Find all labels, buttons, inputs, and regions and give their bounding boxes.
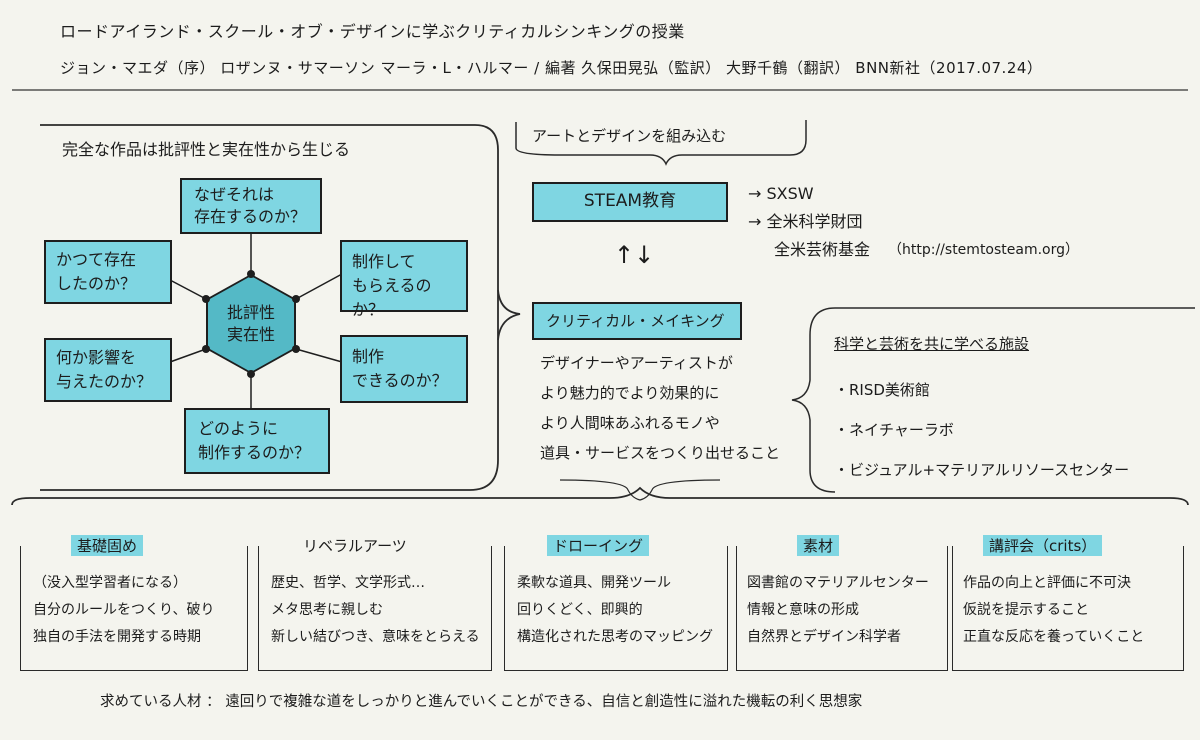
hub-line: 批評性 <box>226 303 275 322</box>
question-line: かつて存在 <box>56 250 137 269</box>
hub-hexagon: 批評性 実在性 <box>206 274 296 374</box>
hub-vertex-dot <box>247 370 255 378</box>
column-line: （没入型学習者になる） <box>33 575 187 591</box>
question-why-exist: なぜそれは 存在するのか？ <box>180 178 322 234</box>
steam-links: → SXSW → 全米科学財団 全米芸術基金 （http://stemtoste… <box>748 180 1079 264</box>
spoke-top-left <box>169 279 207 300</box>
desc-line: デザイナーやアーティストが <box>540 354 733 372</box>
question-existed-before: かつて存在 したのか？ <box>44 240 172 304</box>
question-line: 何か影響を <box>56 348 137 367</box>
hub-vertex-dot <box>202 295 210 303</box>
hub-vertex-dot <box>292 295 300 303</box>
question-line: 存在するのか？ <box>194 207 307 226</box>
exchange-arrows-icon: ↑↓ <box>614 241 655 269</box>
column-drawing: ドローイング 柔軟な道具、開発ツール 回りくどく、即興的 構造化された思考のマッ… <box>504 535 728 671</box>
critical-making-box: クリティカル・メイキング <box>532 302 742 340</box>
column-title: ドローイング <box>547 535 650 556</box>
critical-making-description: デザイナーやアーティストが より魅力的でより効果的に より人間味あふれるモノや … <box>540 348 780 468</box>
question-line: もらえるのか？ <box>352 276 432 319</box>
column-title: 素材 <box>797 535 840 556</box>
spoke-bottom-left <box>169 348 207 363</box>
column-line: 新しい結びつき、意味をとらえる <box>271 629 480 645</box>
left-title: 完全な作品は批評性と実在性から生じる <box>62 140 351 159</box>
column-foundation: 基礎固め （没入型学習者になる） 自分のルールをつくり、破り 独自の手法を開発す… <box>20 535 248 671</box>
footer-summary: 求めている人材 ： 遠回りで複雑な道をしっかりと進んでいくことができる、自信と創… <box>100 694 863 710</box>
question-line: どのように <box>198 419 279 438</box>
column-line: 独自の手法を開発する時期 <box>33 629 201 645</box>
column-line: 正直な反応を養っていくこと <box>963 629 1145 645</box>
question-can-be-produced: 制作して もらえるのか？ <box>340 240 468 319</box>
desc-brace <box>559 479 721 501</box>
steam-url: （http://stemtosteam.org） <box>888 242 1080 258</box>
hub-line: 実在性 <box>226 325 275 344</box>
column-line: 自然界とデザイン科学者 <box>747 629 901 645</box>
question-line: 制作して <box>352 252 416 271</box>
column-line: メタ思考に親しむ <box>271 602 383 618</box>
column-line: 柔軟な道具、開発ツール <box>517 575 671 591</box>
link-nsf: → 全米科学財団 <box>748 212 863 231</box>
hub-vertex-dot <box>247 270 255 278</box>
question-line: 制作するのか？ <box>198 443 311 462</box>
facility-item: ・ビジュアル+マテリアルリソースセンター <box>834 461 1130 479</box>
top-note: アートとデザインを組み込む <box>532 127 727 145</box>
question-line: 与えたのか？ <box>56 372 153 391</box>
hub-vertex-dot <box>292 345 300 353</box>
desc-line: より魅力的でより効果的に <box>540 384 720 402</box>
column-crits: 講評会（crits） 作品の向上と評価に不可決 仮説を提示すること 正直な反応を… <box>952 535 1184 671</box>
column-line: 図書館のマテリアルセンター <box>747 575 929 591</box>
column-line: 作品の向上と評価に不可決 <box>963 575 1131 591</box>
column-line: 情報と意味の形成 <box>747 602 859 618</box>
facility-item: ・ネイチャーラボ <box>834 421 954 439</box>
question-how-to-make: どのように 制作するのか？ <box>184 408 330 474</box>
column-line: 回りくどく、即興的 <box>517 602 643 618</box>
link-sxsw: → SXSW <box>748 184 814 203</box>
column-line: 自分のルールをつくり、破り <box>33 602 215 618</box>
column-liberal-arts: リベラルアーツ 歴史、哲学、文学形式… メタ思考に親しむ 新しい結びつき、意味を… <box>258 535 492 671</box>
facilities-list: ・RISD美術館 ・ネイチャーラボ ・ビジュアル+マテリアルリソースセンター <box>834 370 1129 490</box>
column-title: リベラルアーツ <box>297 535 413 556</box>
bottom-section-bracket <box>11 486 1189 506</box>
spoke-bottom-right <box>295 348 343 363</box>
book-credits: ジョン・マエダ（序） ロザンヌ・サマーソン マーラ・L・ハルマー / 編著 久保… <box>60 59 1043 77</box>
hub-vertex-dot <box>202 345 210 353</box>
column-line: 仮説を提示すること <box>963 602 1089 618</box>
desc-line: 道具・サービスをつくり出せること <box>540 444 781 462</box>
column-line: 構造化された思考のマッピング <box>517 629 713 645</box>
question-line: なぜそれは <box>194 185 275 204</box>
link-nea: 全米芸術基金 <box>774 240 871 259</box>
column-title: 基礎固め <box>71 535 144 556</box>
book-title: ロードアイランド・スクール・オブ・デザインに学ぶクリティカルシンキングの授業 <box>60 22 685 41</box>
facilities-title: 科学と芸術を共に学べる施設 <box>834 335 1030 353</box>
question-line: したのか？ <box>56 274 137 293</box>
question-line: 制作 <box>352 347 385 366</box>
hub-label: 批評性 実在性 <box>208 276 294 372</box>
left-bracket-point <box>497 289 521 341</box>
facility-item: ・RISD美術館 <box>834 381 930 399</box>
column-title: 講評会（crits） <box>983 535 1103 556</box>
desc-line: より人間味あふれるモノや <box>540 414 720 432</box>
column-line: 歴史、哲学、文学形式… <box>271 575 425 591</box>
steam-box: STEAM教育 <box>532 182 728 222</box>
question-line: できるのか？ <box>352 371 448 390</box>
spoke-top-right <box>295 273 343 300</box>
column-materials: 素材 図書館のマテリアルセンター 情報と意味の形成 自然界とデザイン科学者 <box>736 535 948 671</box>
question-can-make: 制作 できるのか？ <box>340 335 468 403</box>
question-influence: 何か影響を 与えたのか？ <box>44 338 172 402</box>
